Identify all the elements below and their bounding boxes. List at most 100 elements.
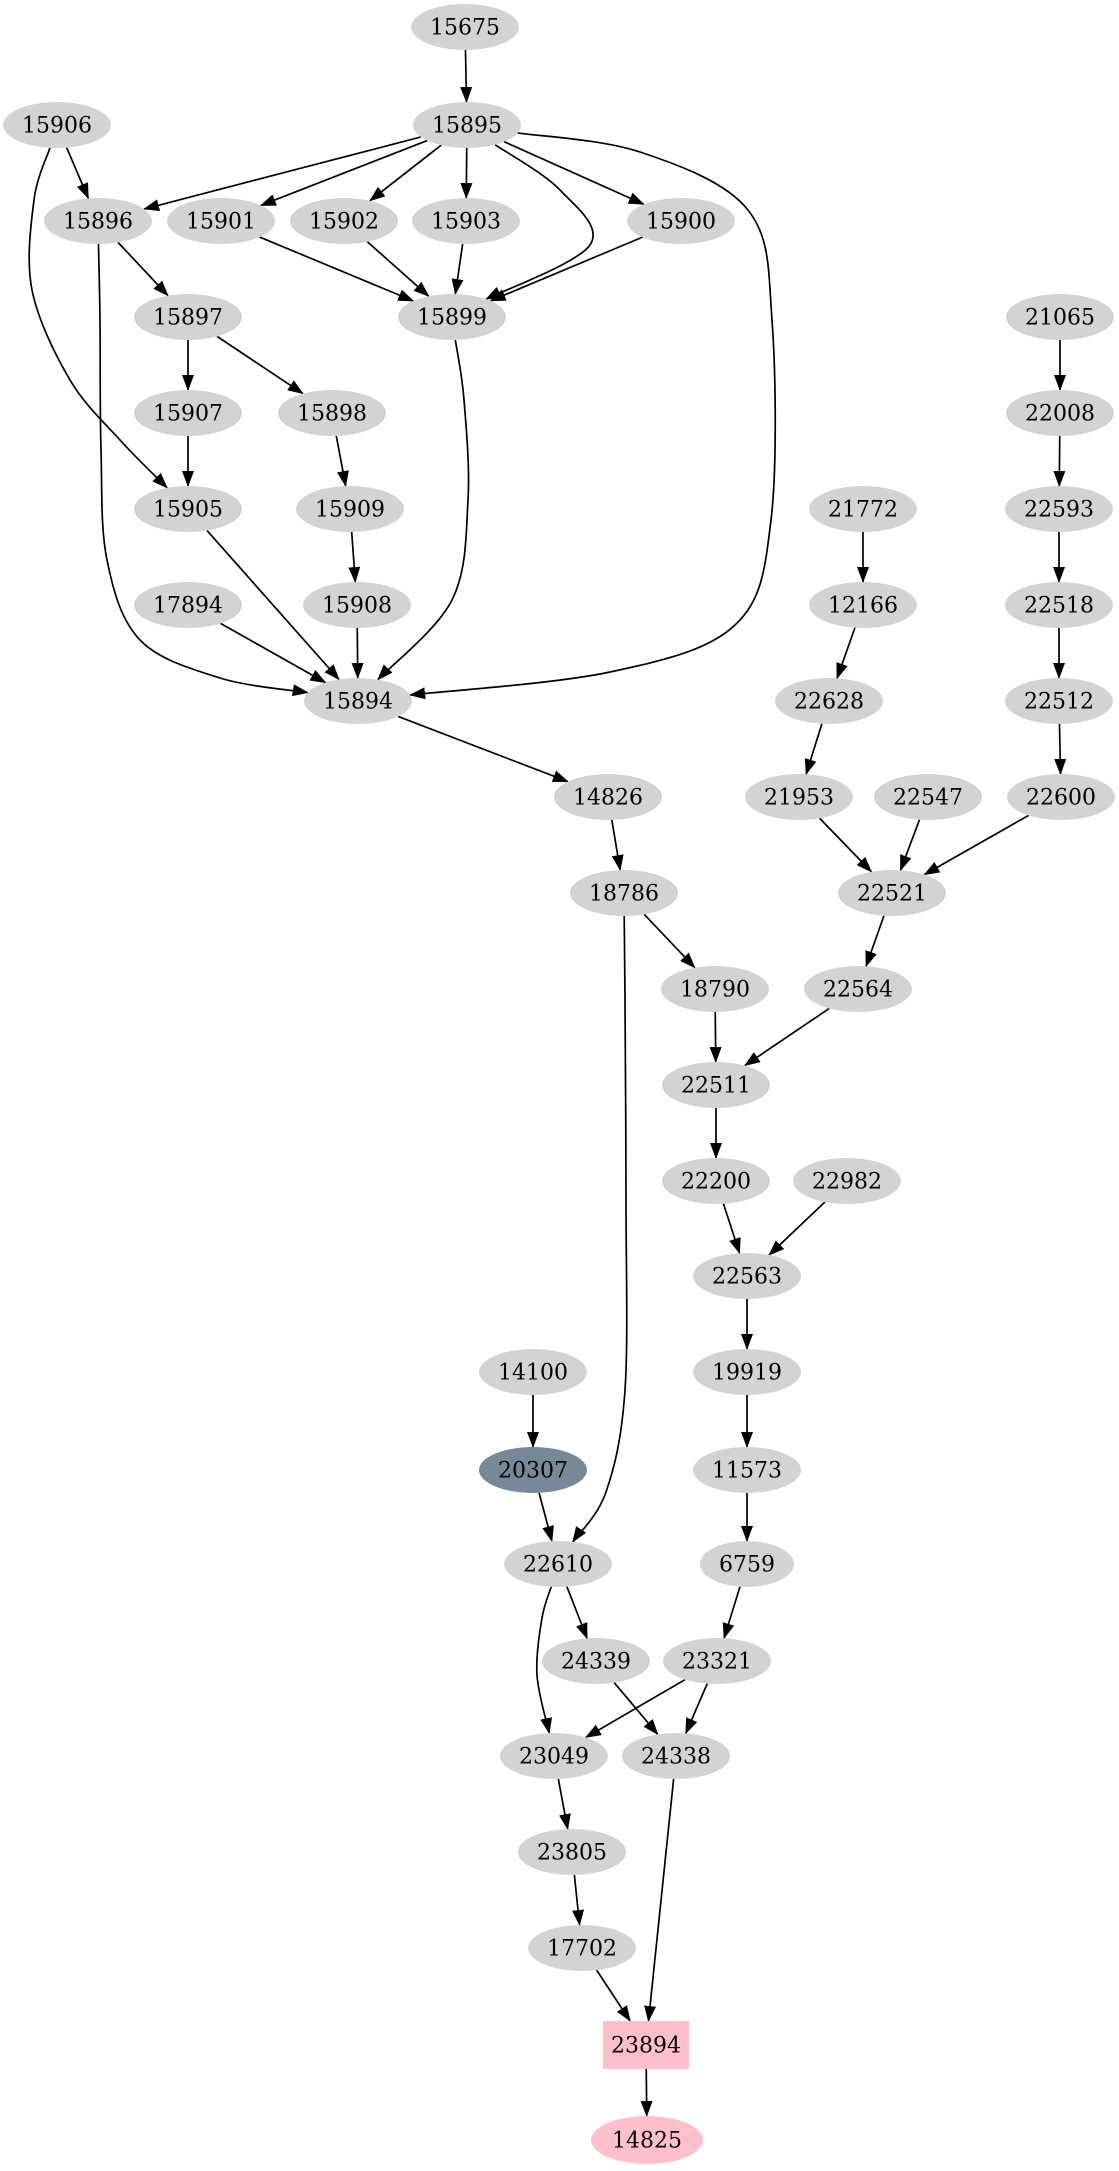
node-label: 22512	[1024, 690, 1094, 715]
graph-node-17702: 17702	[528, 1925, 636, 1971]
node-ellipse-shape	[663, 1638, 771, 1684]
node-label: 15901	[186, 210, 256, 235]
node-ellipse-shape	[809, 582, 917, 628]
node-label: 15675	[430, 16, 500, 41]
graph-node-22512: 22512	[1005, 678, 1113, 724]
node-ellipse-shape	[804, 966, 912, 1012]
node-label: 14826	[573, 786, 643, 811]
graph-node-22593: 22593	[1005, 486, 1113, 532]
graph-node-22564: 22564	[804, 966, 912, 1012]
node-ellipse-shape	[693, 1253, 801, 1299]
graph-node-14825: 14825	[591, 2116, 703, 2164]
node-label: 19919	[712, 1361, 782, 1386]
node-ellipse-shape	[570, 870, 678, 916]
graph-node-15905: 15905	[134, 486, 242, 532]
edge-15903-15899	[451, 243, 464, 296]
node-ellipse-shape	[662, 1158, 770, 1204]
edge-22008-22593	[1053, 435, 1066, 487]
node-label: 23321	[682, 1650, 752, 1675]
node-label: 22593	[1024, 498, 1094, 523]
node-ellipse-shape	[661, 966, 769, 1012]
graph-node-15907: 15907	[134, 390, 242, 436]
edge-22547-22521	[899, 819, 921, 872]
graph-node-18790: 18790	[661, 966, 769, 1012]
node-label: 22521	[857, 882, 927, 907]
node-label: 15905	[153, 498, 223, 523]
node-label: 22200	[681, 1170, 751, 1195]
node-ellipse-shape	[500, 1733, 608, 1779]
node-ellipse-shape	[278, 390, 386, 436]
node-label: 15903	[431, 210, 501, 235]
graph-node-15899: 15899	[398, 294, 506, 340]
node-label: 22547	[893, 786, 963, 811]
graph-node-12166: 12166	[809, 582, 917, 628]
edge-15897-15898	[216, 335, 304, 395]
graph-node-21953: 21953	[745, 774, 853, 820]
node-ellipse-shape	[134, 294, 242, 340]
graph-node-22518: 22518	[1005, 582, 1113, 628]
node-box-shape	[603, 2021, 689, 2069]
node-ellipse-shape	[504, 1541, 612, 1587]
edge-18790-22511	[709, 1011, 722, 1063]
node-label: 15895	[432, 114, 502, 139]
node-ellipse-shape	[1006, 390, 1114, 436]
graph-node-21772: 21772	[809, 486, 917, 532]
node-label: 11573	[712, 1459, 782, 1484]
edge-21953-22521	[818, 817, 873, 873]
node-ellipse-shape	[662, 1062, 770, 1108]
node-label: 22563	[712, 1265, 782, 1290]
node-ellipse-shape	[622, 1733, 730, 1779]
node-label: 15907	[153, 402, 223, 427]
node-ellipse-shape	[398, 294, 506, 340]
graph-node-22600: 22600	[1007, 774, 1115, 820]
graph-node-21065: 21065	[1006, 294, 1114, 340]
edge-15906-15896	[65, 147, 90, 200]
node-label: 21065	[1025, 306, 1095, 331]
graph-node-22547: 22547	[874, 774, 982, 820]
node-label: 18786	[589, 882, 659, 907]
node-label: 15902	[309, 210, 379, 235]
node-label: 24339	[561, 1650, 631, 1675]
graph-node-22521: 22521	[838, 870, 946, 916]
edge-15900-15899	[489, 236, 643, 302]
graph-node-23805: 23805	[518, 1829, 626, 1875]
graph-node-22982: 22982	[793, 1158, 901, 1204]
graph-node-15908: 15908	[303, 582, 411, 628]
node-label: 15894	[323, 690, 393, 715]
edge-22200-22563	[722, 1203, 741, 1255]
edge-23321-24338	[684, 1683, 709, 1735]
graph-node-17894: 17894	[134, 582, 242, 628]
edge-15894-14826	[397, 715, 569, 783]
node-label: 15899	[417, 306, 487, 331]
graph-node-15894: 15894	[304, 678, 412, 724]
node-label: 12166	[828, 594, 898, 619]
node-ellipse-shape	[1007, 774, 1115, 820]
node-ellipse-shape	[479, 1447, 587, 1493]
graph-node-19919: 19919	[693, 1349, 801, 1395]
node-ellipse-shape	[693, 1349, 801, 1395]
graph-node-22610: 22610	[504, 1541, 612, 1587]
edge-22610-24339	[566, 1586, 588, 1640]
edge-15908-15894	[351, 627, 364, 679]
graph-node-15898: 15898	[278, 390, 386, 436]
node-ellipse-shape	[838, 870, 946, 916]
node-label: 23805	[537, 1841, 607, 1866]
node-ellipse-shape	[3, 102, 111, 148]
edge-18786-18790	[643, 913, 696, 969]
graph-node-14826: 14826	[554, 774, 662, 820]
node-ellipse-shape	[304, 678, 412, 724]
edge-18786-22610	[572, 915, 628, 1543]
edge-15905-15894	[206, 529, 340, 681]
node-label: 22564	[823, 978, 893, 1003]
node-ellipse-shape	[745, 774, 853, 820]
node-label: 21772	[828, 498, 898, 523]
node-label: 22610	[523, 1553, 593, 1578]
node-ellipse-shape	[134, 582, 242, 628]
edge-15899-15894	[377, 339, 470, 681]
graph-node-22200: 22200	[662, 1158, 770, 1204]
node-ellipse-shape	[296, 486, 404, 532]
graph-node-22008: 22008	[1006, 390, 1114, 436]
node-label: 14825	[612, 2129, 682, 2154]
